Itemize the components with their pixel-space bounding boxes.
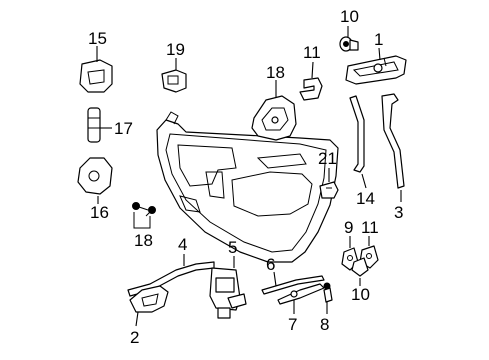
callout-7: 7 bbox=[288, 315, 297, 334]
callout-4: 4 bbox=[178, 235, 187, 254]
part-19-latch-bracket bbox=[251, 95, 297, 141]
part-6-rod bbox=[261, 275, 325, 295]
callout-2: 2 bbox=[130, 328, 139, 347]
part-16-bracket bbox=[77, 157, 113, 195]
part-3-rod bbox=[381, 93, 405, 189]
callout-20: 19 bbox=[166, 40, 185, 59]
callout-17: 17 bbox=[114, 119, 133, 138]
part-14-rod bbox=[349, 95, 365, 173]
part-21-clip bbox=[319, 181, 339, 199]
callout-12: 10 bbox=[340, 7, 359, 26]
callout-15: 15 bbox=[88, 29, 107, 48]
callout-21: 21 bbox=[318, 149, 337, 168]
part-18-bolts bbox=[132, 202, 156, 229]
part-17-spring-rod bbox=[87, 107, 101, 143]
callout-8: 8 bbox=[320, 315, 329, 334]
callout-13: 11 bbox=[303, 43, 321, 62]
part-10-latch bbox=[351, 257, 369, 277]
part-1-outside-handle bbox=[345, 55, 407, 85]
door-shell bbox=[156, 111, 339, 263]
callout-1: 1 bbox=[374, 30, 383, 49]
part-8-pin bbox=[323, 282, 333, 303]
part-7-rod bbox=[277, 283, 325, 305]
part-15-inside-handle bbox=[79, 59, 113, 93]
callout-3: 3 bbox=[394, 203, 403, 222]
part-5-actuator bbox=[209, 267, 247, 319]
callout-9: 9 bbox=[344, 218, 353, 237]
callout-5: 5 bbox=[228, 238, 237, 257]
callout-10: 10 bbox=[351, 285, 370, 304]
callout-19: 18 bbox=[266, 63, 285, 82]
callout-18: 18 bbox=[134, 231, 153, 250]
part-12-lock-cylinder bbox=[339, 36, 359, 52]
callout-14: 14 bbox=[356, 189, 375, 208]
callout-11: 11 bbox=[361, 218, 379, 237]
part-20-bracket bbox=[161, 69, 187, 93]
part-13-clip bbox=[299, 77, 323, 101]
callout-16: 16 bbox=[90, 203, 109, 222]
part-2-escutcheon bbox=[129, 285, 169, 313]
callout-6: 6 bbox=[266, 255, 275, 274]
